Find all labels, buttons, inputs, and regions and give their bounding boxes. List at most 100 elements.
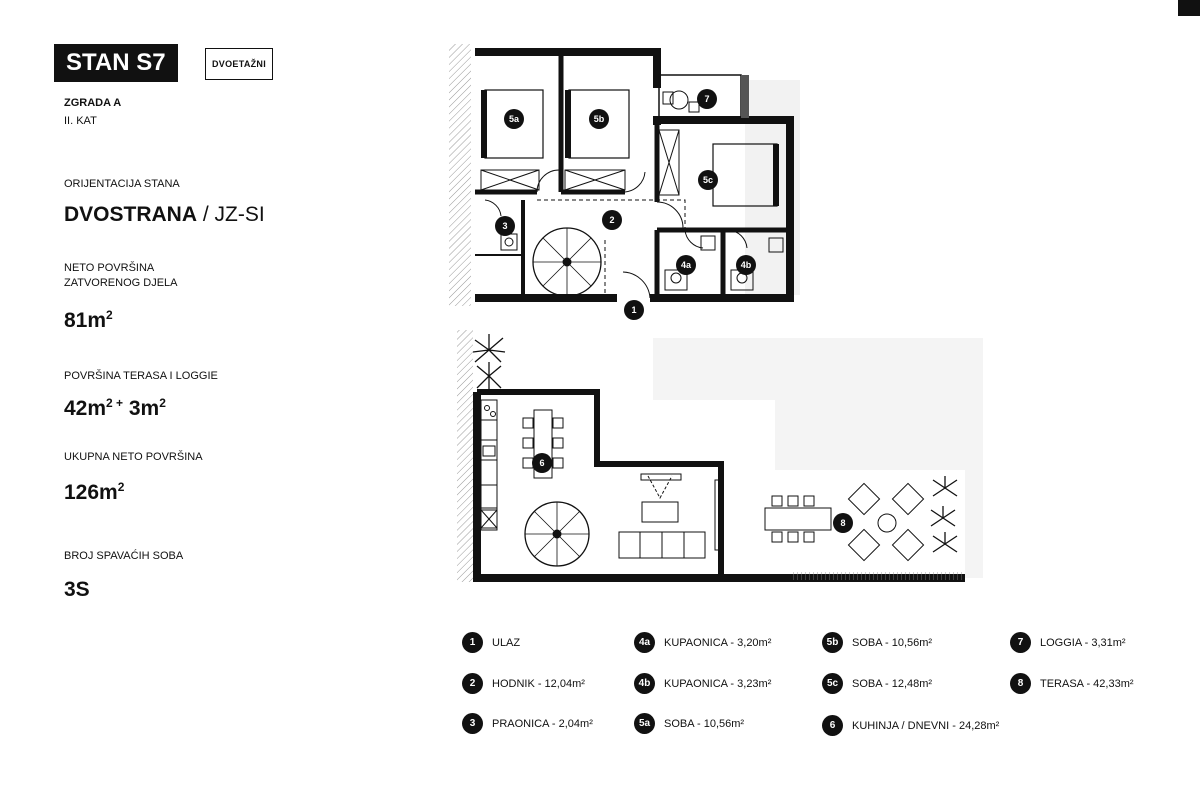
spiral-stair-lower [524,501,590,567]
terrace-area-value: 42m2 + 3m2 [64,396,166,421]
unit-title: STAN S7 [54,44,178,82]
floor-label: II. KAT [64,115,97,127]
plan-markers: 5a 5b 7 5c 3 2 4a 4b 1 6 8 [495,89,853,533]
bed-5a-head [481,90,487,158]
legend-number: 5b [822,632,843,653]
net-area-label-1: NETO POVRŠINA [64,262,155,274]
bed-5c-head [773,144,779,206]
corner-mark [1178,0,1200,16]
building-label: ZGRADA A [64,97,122,109]
legend-number: 8 [1010,673,1031,694]
loggia-furniture [662,90,700,113]
svg-text:1: 1 [631,305,636,315]
legend-text: ULAZ [492,636,521,649]
legend-item-8: 8 TERASA - 42,33m² [1010,673,1134,694]
terrace-area-sup: 2 + [106,396,124,410]
marker-5c: 5c [698,170,718,190]
orientation-direction: JZ-SI [214,203,265,226]
terrace-area-label: POVRŠINA TERASA I LOGGIE [64,370,218,382]
floor-plan: 5a 5b 7 5c 3 2 4a 4b 1 6 8 [449,44,983,582]
legend-item-4b: 4b KUPAONICA - 3,23m² [634,673,771,694]
svg-text:8: 8 [840,518,845,528]
marker-6: 6 [532,453,552,473]
marker-4b: 4b [736,255,756,275]
total-area-number: 126m [64,481,118,504]
lower-cabinets [480,479,724,551]
legend-number: 1 [462,632,483,653]
svg-text:3: 3 [502,221,507,231]
unit-type-tag: DVOETAŽNI [205,48,274,80]
legend-item-6: 6 KUHINJA / DNEVNI - 24,28m² [822,715,999,736]
orientation-label: ORIJENTACIJA STANA [64,178,180,190]
svg-text:5a: 5a [509,114,520,124]
legend-text: SOBA - 12,48m² [852,677,933,690]
legend-number: 6 [822,715,843,736]
upper-facade-hatch [449,44,471,306]
legend-text: SOBA - 10,56m² [664,717,745,730]
svg-text:6: 6 [539,458,544,468]
marker-5a: 5a [504,109,524,129]
loggia-wall [741,75,749,118]
bed-5b-head [565,90,571,158]
marker-4a: 4a [676,255,696,275]
total-area-label: UKUPNA NETO POVRŠINA [64,451,203,463]
living-room-furniture [618,473,706,559]
upper-floor-plan [449,44,800,306]
legend-number: 3 [462,713,483,734]
legend-number: 4a [634,632,655,653]
net-area-label-2: ZATVORENOG DJELA [64,277,178,289]
upper-dashed-lines [537,199,686,298]
net-area-sup: 2 [106,308,113,322]
spiral-stair-upper [532,227,602,297]
marker-7: 7 [697,89,717,109]
marker-1: 1 [624,300,644,320]
legend-number: 2 [462,673,483,694]
svg-text:4a: 4a [681,260,692,270]
total-area-value: 126m2 [64,480,124,505]
terrace-area-number: 42m [64,397,107,420]
total-area-sup: 2 [117,480,125,494]
wardrobes [480,129,680,196]
legend-item-1: 1 ULAZ [462,632,520,653]
legend-text: KUHINJA / DNEVNI - 24,28m² [852,719,1000,732]
marker-5b: 5b [589,109,609,129]
kitchen-counter [480,399,498,531]
svg-text:7: 7 [704,94,709,104]
marker-2: 2 [602,210,622,230]
bedrooms-value: 3S [64,578,90,601]
legend-item-5a: 5a SOBA - 10,56m² [634,713,744,734]
svg-text:5c: 5c [703,175,713,185]
terrace-furniture [764,482,925,562]
legend-text: TERASA - 42,33m² [1040,677,1134,690]
net-area-value: 81m2 [64,308,113,333]
orientation-separator: / [197,203,215,226]
legend-number: 5a [634,713,655,734]
plants [472,334,958,553]
orientation-value: DVOSTRANA / JZ-SI [64,203,265,227]
legend-item-4a: 4a KUPAONICA - 3,20m² [634,632,771,653]
terrace-planter [790,572,965,580]
bedrooms-label: BROJ SPAVAĆIH SOBA [64,550,184,562]
legend-item-2: 2 HODNIK - 12,04m² [462,673,585,694]
lower-facade-hatch [457,330,473,582]
legend-text: HODNIK - 12,04m² [492,677,585,690]
legend-text: KUPAONICA - 3,23m² [664,677,772,690]
legend-number: 4b [634,673,655,694]
marker-8: 8 [833,513,853,533]
legend-text: LOGGIA - 3,31m² [1040,636,1126,649]
loggia-area-number: 3m [123,397,160,420]
net-area-number: 81m [64,309,107,332]
legend-text: PRAONICA - 2,04m² [492,717,593,730]
orientation-main: DVOSTRANA [64,203,198,226]
legend-number: 5c [822,673,843,694]
marker-3: 3 [495,216,515,236]
legend-item-3: 3 PRAONICA - 2,04m² [462,713,593,734]
legend-text: KUPAONICA - 3,20m² [664,636,772,649]
loggia-area-sup: 2 [159,396,166,410]
lower-inner-walls [477,389,724,578]
svg-text:2: 2 [609,215,614,225]
svg-text:5b: 5b [594,114,605,124]
legend-number: 7 [1010,632,1031,653]
svg-text:4b: 4b [741,260,752,270]
